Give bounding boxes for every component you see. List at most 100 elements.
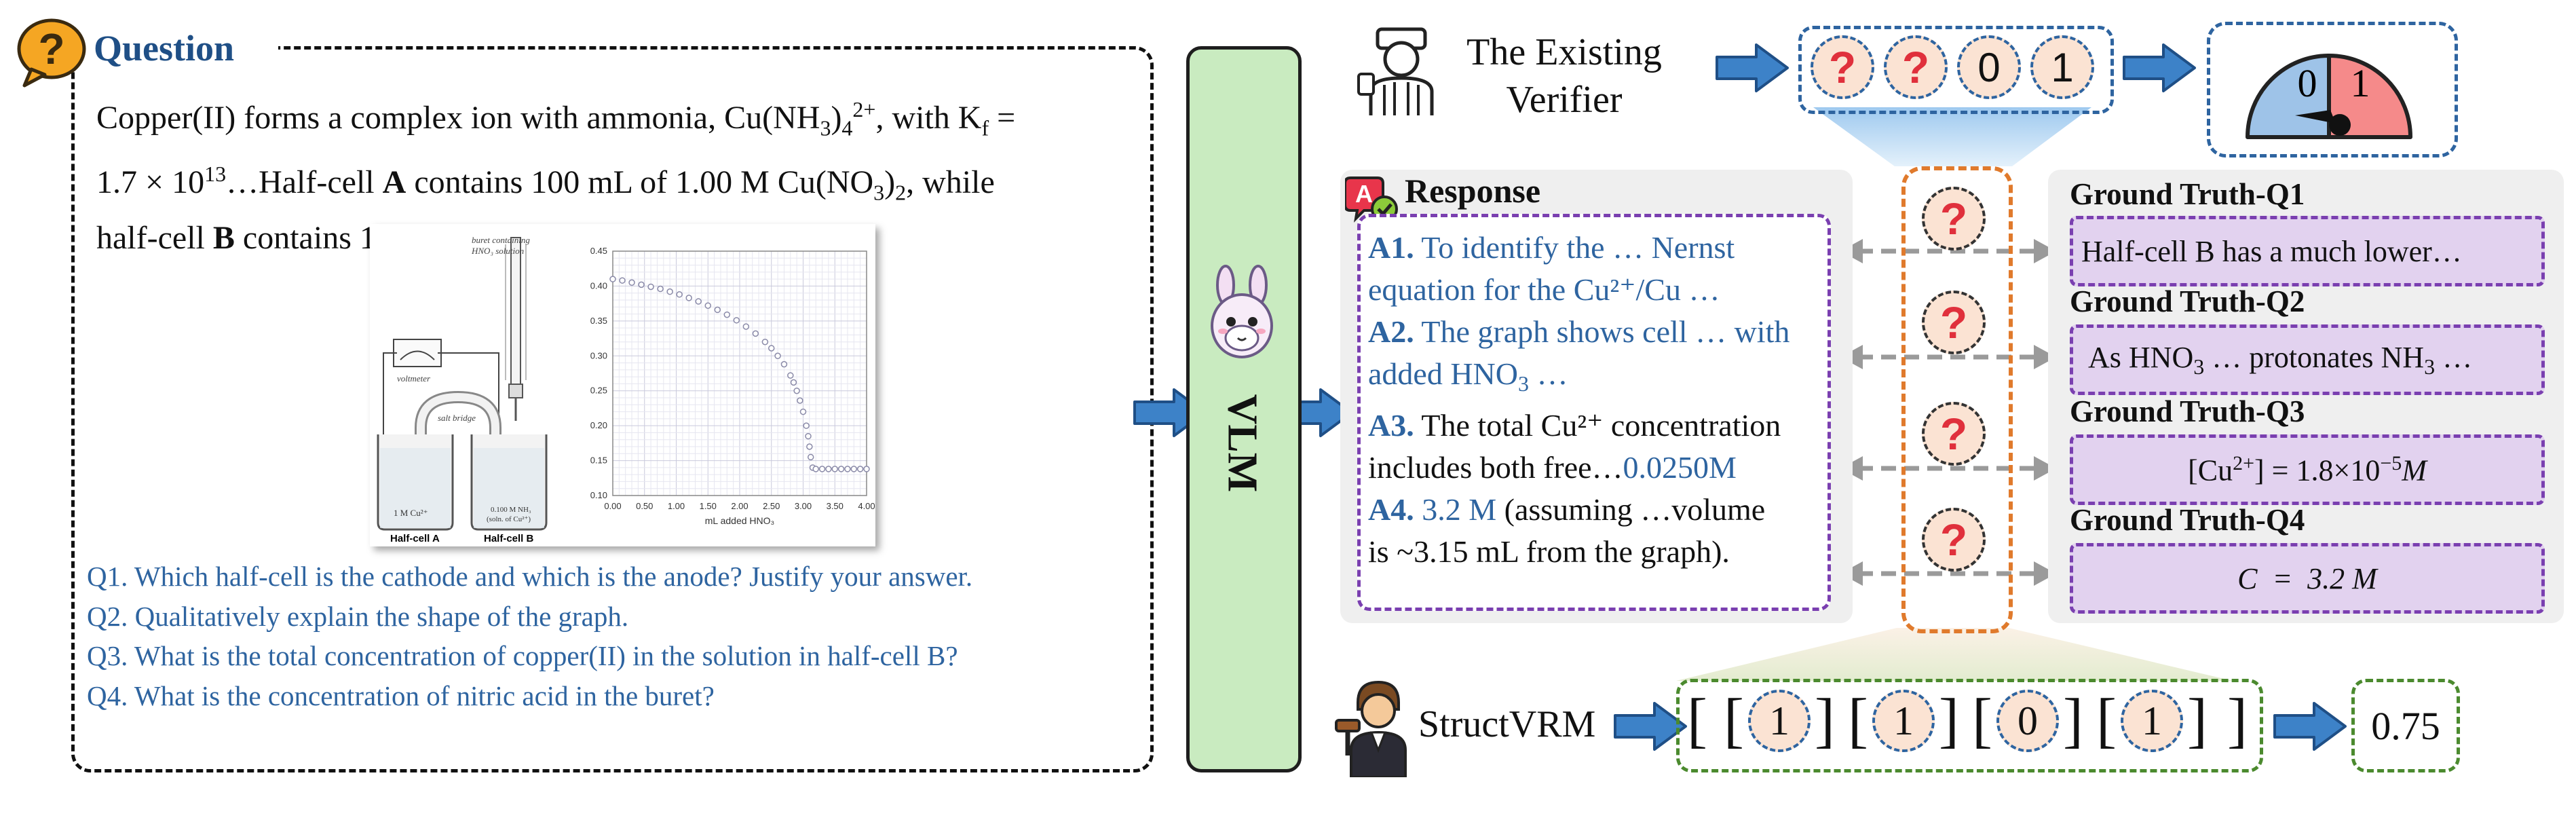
voltmeter-label: voltmeter — [397, 373, 431, 384]
ground-truth-q1-box: Half-cell B has a much lower… — [2070, 216, 2545, 286]
chart-data-point — [863, 466, 870, 472]
chart-data-point — [714, 306, 721, 314]
chart-x-tick-label: 3.50 — [827, 501, 844, 511]
arrow-structvrm-to-scores — [1614, 702, 1687, 751]
chart-data-point — [797, 397, 803, 404]
structvrm-score-2: [1] — [1848, 687, 1959, 754]
vlm-label: VLM — [1219, 394, 1266, 493]
chart-x-tick-label: 1.50 — [700, 501, 717, 511]
chart-data-point — [856, 466, 864, 472]
subquestion-q2: Q2. Qualitatively explain the shape of t… — [87, 600, 629, 632]
chart-x-tick-label: 1.00 — [668, 501, 685, 511]
compare-icon-q4: ? — [1922, 508, 1986, 572]
chart-data-point — [676, 291, 683, 298]
chart-data-point — [752, 330, 759, 337]
structvrm-score-1: [1] — [1724, 687, 1835, 754]
chart-data-point — [831, 466, 838, 472]
svg-text:?: ? — [38, 24, 64, 73]
chart-x-tick-label: 0.00 — [604, 501, 621, 511]
subquestion-q1: Q1. Which half-cell is the cathode and w… — [87, 561, 973, 592]
chart-plot-frame — [612, 250, 867, 496]
chart-x-tick-label: 3.00 — [795, 501, 812, 511]
arrow-scores-to-gauge — [2123, 43, 2196, 92]
ground-truth-q4-box: C = 3.2 M — [2070, 543, 2545, 614]
structvrm-bracket-left: [ — [1687, 687, 1707, 754]
chart-data-point — [761, 338, 769, 346]
chart-data-point — [628, 279, 635, 286]
beaker-a-text: 1 M Cu²⁺ — [394, 508, 428, 518]
chart-data-point — [638, 281, 645, 288]
chart-y-tick-label: 0.20 — [590, 420, 607, 430]
structvrm-result-box: 0.75 — [2351, 679, 2460, 772]
verifier-person-icon — [1357, 24, 1445, 119]
chart-data-point — [850, 466, 858, 472]
chart-data-point — [768, 345, 775, 352]
structvrm-score-box — [1676, 679, 2263, 772]
arrow-scores-to-result — [2273, 702, 2347, 751]
chart-data-point — [807, 453, 814, 461]
chart-data-point — [774, 352, 781, 360]
question-figure: buret containing HNO₃ solution voltmeter… — [370, 224, 875, 546]
structvrm-bracket-right: ] — [2227, 687, 2248, 754]
apparatus-drawing: buret containing HNO₃ solution voltmeter… — [377, 235, 548, 544]
structvrm-score-4: [1] — [2096, 687, 2208, 754]
response-title: Response — [1405, 172, 1541, 210]
chart-data-point — [787, 372, 794, 379]
chart-data-point — [723, 311, 731, 318]
chart-data-point — [666, 288, 673, 295]
ground-truth-q4-title: Ground Truth-Q4 — [2070, 503, 2305, 537]
chart-x-tick-label: 2.50 — [763, 501, 780, 511]
svg-text:0: 0 — [2298, 61, 2317, 105]
chart-data-point — [685, 295, 692, 301]
structvrm-label: StructVRM — [1418, 703, 1596, 745]
svg-text:A: A — [1355, 180, 1373, 208]
chart-data-point — [657, 285, 664, 293]
chart-y-tick-label: 0.30 — [590, 350, 607, 360]
half-cell-b-label: Half-cell B — [484, 533, 534, 544]
chart-data-point — [805, 432, 812, 440]
gauge-box — [2207, 22, 2458, 157]
chart-data-point — [780, 360, 788, 368]
chart-y-tick-label: 0.15 — [590, 455, 607, 466]
chart-y-tick-label: 0.40 — [590, 280, 607, 291]
response-text: A1. To identify the … Nernst equation fo… — [1368, 230, 1790, 570]
salt-bridge-label: salt bridge — [438, 413, 476, 423]
beaker-b-text: 0.100 M NH₃ — [491, 506, 531, 514]
subquestion-q3: Q3. What is the total concentration of c… — [87, 640, 958, 671]
chart-y-tick-label: 0.45 — [590, 246, 607, 256]
llama-icon — [1201, 265, 1283, 367]
chart-y-tick-label: 0.25 — [590, 386, 607, 396]
half-cell-a-label: Half-cell A — [390, 533, 440, 544]
chart-data-point — [742, 323, 750, 330]
chart-data-point — [733, 317, 740, 324]
chart-y-tick-label: 0.35 — [590, 316, 607, 326]
chart-x-tick-label: 2.00 — [731, 501, 748, 511]
vlm-block — [1186, 46, 1302, 772]
chart-data-point — [818, 466, 826, 472]
svg-text:1: 1 — [2351, 61, 2370, 105]
compare-icon-q1: ? — [1922, 187, 1986, 250]
compare-icon-q2: ? — [1922, 291, 1986, 354]
subquestion-q4: Q4. What is the concentration of nitric … — [87, 679, 715, 711]
arrow-verifier-to-scores — [1716, 43, 1789, 92]
ground-truth-q1-title: Ground Truth-Q1 — [2070, 177, 2305, 211]
chart-data-point — [844, 466, 851, 472]
verifier-label: The Existing Verifier — [1466, 31, 1662, 121]
svg-text:(soln. of Cu²⁺): (soln. of Cu²⁺) — [487, 515, 531, 523]
response-box — [1357, 214, 1831, 611]
buret-label: buret containing — [472, 235, 530, 245]
chart-data-point — [806, 443, 813, 450]
chart-data-point — [799, 408, 807, 415]
verifier-score-3: 0 — [1957, 35, 2021, 99]
chart-data-point — [609, 276, 616, 282]
chart-x-tick-label: 0.50 — [636, 501, 653, 511]
structvrm-score-3: [0] — [1972, 687, 2083, 754]
chart-data-point — [695, 298, 702, 305]
chart-data-point — [825, 466, 832, 472]
question-title: Question — [94, 28, 235, 69]
compare-icon-q3: ? — [1922, 402, 1986, 466]
svg-text:HNO₃ solution: HNO₃ solution — [471, 246, 524, 256]
chart-data-point — [704, 302, 711, 309]
gauge-icon: 0 1 — [2234, 35, 2424, 144]
